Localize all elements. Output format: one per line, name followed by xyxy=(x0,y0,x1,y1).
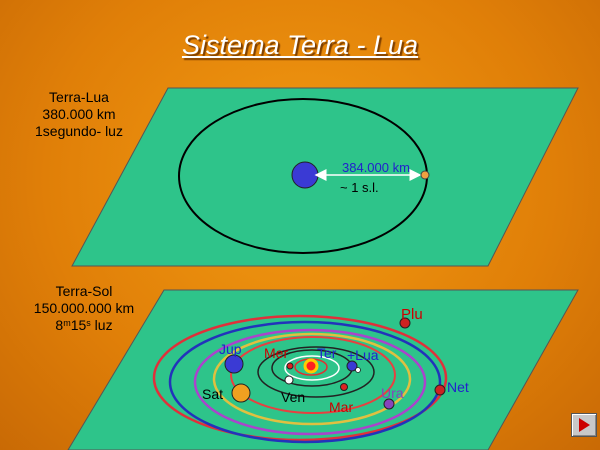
earth-moon-distance-text: 384.000 km xyxy=(342,160,410,175)
orbit-mars xyxy=(257,346,375,398)
earth-sun-label-line2: 150.000.000 km xyxy=(33,300,135,316)
orbit-venus xyxy=(284,355,340,381)
page-title: Sistema Terra - Lua xyxy=(181,30,419,60)
planet-venus xyxy=(284,375,294,385)
orbit-saturn xyxy=(212,332,412,426)
orbit-pluto xyxy=(152,314,448,442)
planet-mercury xyxy=(286,362,294,370)
planet-neptune xyxy=(434,384,446,396)
time-minutes-unit: m xyxy=(63,318,71,328)
time-minutes: 8 xyxy=(55,317,64,333)
label-mercury: Mer xyxy=(264,345,288,361)
solar-system-plane xyxy=(67,289,579,450)
earth-moon-label: Terra-Lua 380.000 km 1segundo- luz xyxy=(24,89,134,140)
planet-mars xyxy=(340,383,348,391)
sun xyxy=(303,358,319,374)
earth-sun-label-line3: 8m15s luz xyxy=(24,317,144,334)
time-seconds-unit: s xyxy=(86,318,91,328)
earth-moon-plane xyxy=(71,87,579,267)
orbit-neptune xyxy=(168,320,442,444)
earth xyxy=(291,161,319,189)
earth-moon-label-line2: 380.000 km xyxy=(42,106,116,122)
time-seconds: 15 xyxy=(70,317,87,333)
earth-moon-label-line1: Terra-Lua xyxy=(49,89,109,105)
label-venus: Ven xyxy=(281,389,305,405)
next-slide-button[interactable] xyxy=(571,413,597,437)
planet-uranus xyxy=(383,398,395,410)
orbit-jupiter xyxy=(230,336,396,414)
earth-sun-label: Terra-Sol 150.000.000 km 8m15s luz xyxy=(24,283,144,334)
label-pluto: Plu xyxy=(401,306,423,323)
moon xyxy=(420,170,430,180)
planet-saturn xyxy=(231,383,251,403)
right-arrow-icon xyxy=(579,418,590,432)
orbit-uranus xyxy=(193,328,427,436)
label-earth: Ter xyxy=(317,345,337,361)
earth-moon-approx-text: ~ 1 s.l. xyxy=(340,180,379,195)
earth-moon-label-line3: 1segundo- luz xyxy=(35,123,123,139)
planet-earth xyxy=(346,360,358,372)
label-jupiter: Jup xyxy=(219,341,242,357)
label-mars: Mar xyxy=(329,399,353,415)
earth-sun-label-line1: Terra-Sol xyxy=(55,283,113,299)
label-neptune: Net xyxy=(447,379,469,395)
planet-jupiter xyxy=(224,354,244,374)
label-moon: +Lua xyxy=(347,347,379,363)
time-suffix: luz xyxy=(90,317,113,333)
label-saturn: Sat xyxy=(202,386,223,402)
label-uranus: Ura xyxy=(381,385,404,401)
planet-moon-lower xyxy=(355,367,361,373)
planet-pluto xyxy=(399,317,411,329)
